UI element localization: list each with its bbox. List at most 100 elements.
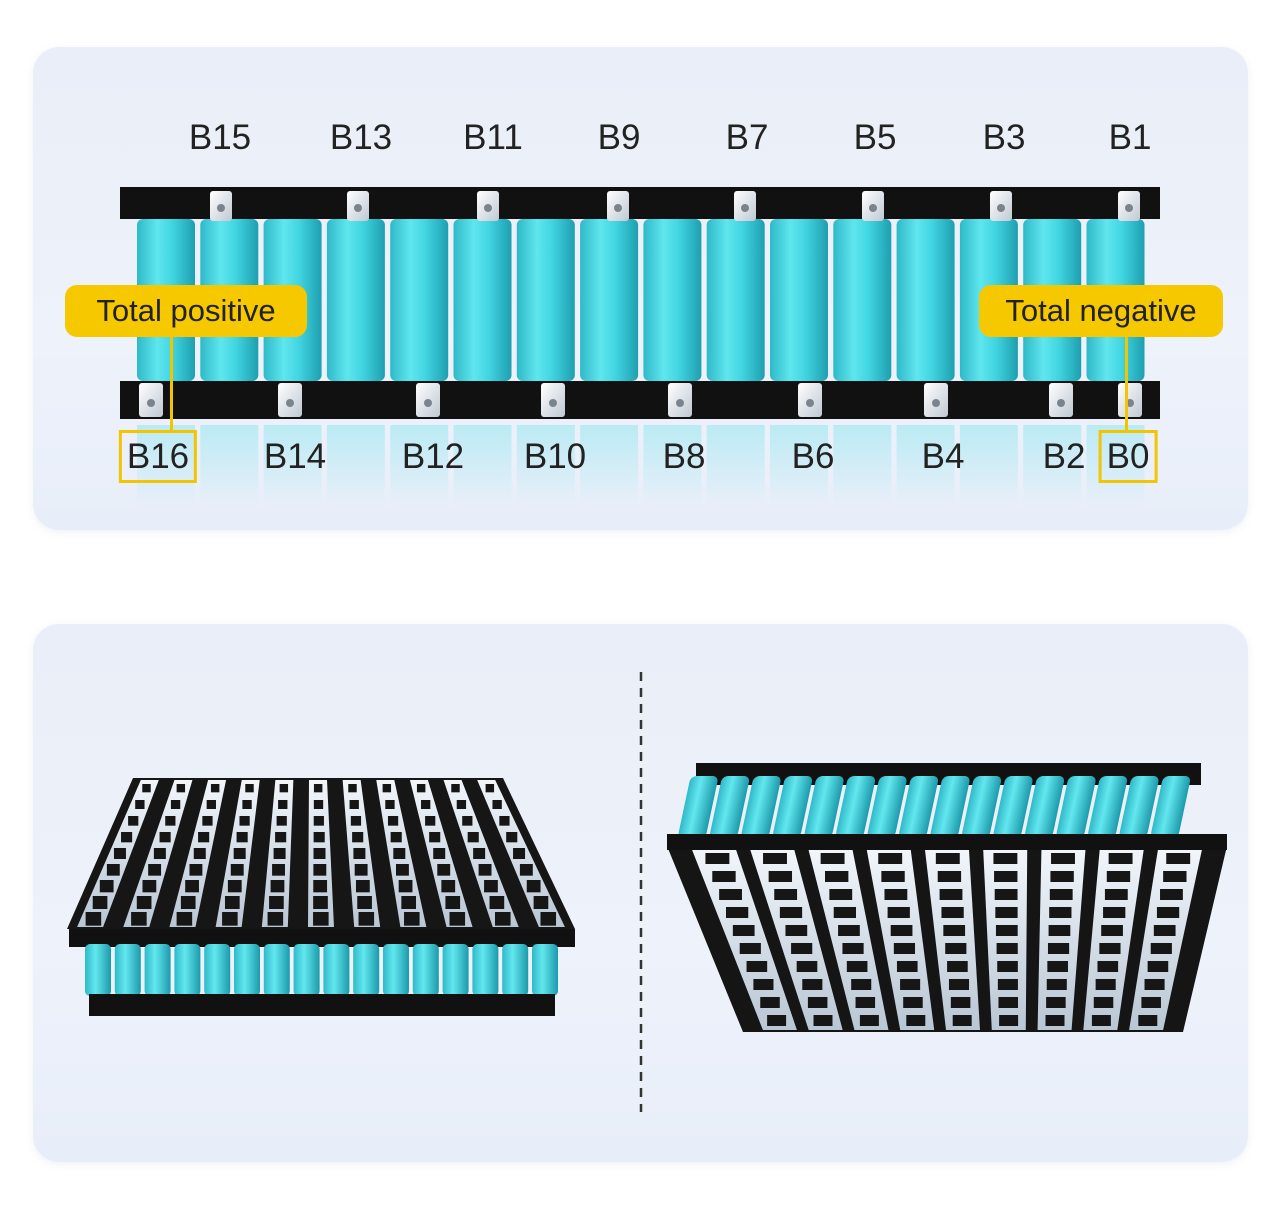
strip-hole [1163, 871, 1187, 882]
strip-hole [533, 896, 549, 909]
strip-hole [382, 784, 392, 793]
strip-hole [774, 889, 798, 900]
strip-hole [1045, 1015, 1065, 1026]
strip-hole [245, 784, 254, 793]
strip-hole [540, 912, 557, 926]
cell-group-label-b0: B0 [1098, 430, 1158, 483]
strip-hole [313, 800, 324, 809]
strip-hole [825, 871, 849, 882]
strip-hole [113, 848, 126, 859]
cell-reflection [643, 425, 702, 505]
strip-hole [999, 1015, 1019, 1026]
strip-hole [489, 896, 505, 909]
strip-hole [813, 1015, 833, 1026]
cell-reflection [137, 425, 195, 505]
strip-hole [357, 896, 372, 909]
strip-hole [1104, 889, 1128, 900]
nickel-tabs [139, 191, 1142, 417]
battery-cell-icon [442, 944, 469, 996]
weld-point [424, 399, 432, 407]
strip-hole [279, 784, 289, 793]
cell-reflection [390, 425, 449, 505]
strip-hole [128, 816, 139, 826]
cell-group-label-b8: B8 [662, 437, 706, 476]
strip-hole [1093, 997, 1114, 1008]
strip-hole [429, 832, 441, 843]
strip-hole [170, 800, 181, 809]
strip-hole [437, 864, 451, 876]
strip-hole [881, 871, 905, 882]
strip-hole [1048, 925, 1071, 936]
nickel-strip-columns [667, 834, 1227, 1030]
strip-hole [887, 907, 910, 918]
strip-hole [1095, 979, 1116, 990]
strip-hole [425, 816, 436, 826]
strip-hole [236, 832, 248, 843]
strip-hole [1050, 871, 1074, 882]
strip-hole [224, 896, 240, 909]
strip-hole [995, 925, 1018, 936]
strip-hole [791, 943, 813, 954]
strip-hole [185, 880, 199, 893]
strip-hole [313, 816, 324, 826]
strip-hole [350, 816, 362, 826]
strip-hole [499, 816, 510, 826]
negative-leader-line [1125, 337, 1128, 433]
weld-point [354, 204, 362, 212]
cell-reflection [200, 425, 259, 505]
cell-reflection [1023, 425, 1082, 505]
strip-hole [906, 1015, 926, 1026]
strip-hole [416, 784, 426, 793]
total-negative-callout: Total negative [979, 285, 1223, 337]
strip-hole [85, 912, 102, 926]
strip-hole [1051, 853, 1075, 864]
strip-hole [995, 907, 1018, 918]
battery-cell-icon [993, 776, 1033, 838]
strip-hole [272, 864, 285, 876]
strip-hole [421, 800, 431, 809]
strip-hole [763, 853, 787, 864]
strip-hole [239, 816, 250, 826]
weld-point [484, 204, 492, 212]
strip-hole [1101, 925, 1123, 936]
strip-hole [1160, 889, 1183, 900]
total-positive-callout: Total positive [65, 285, 307, 337]
battery-cell-icon [896, 219, 955, 381]
strip-hole [313, 912, 329, 926]
strip-hole [313, 880, 328, 893]
strip-hole [996, 943, 1018, 954]
strip-hole [441, 880, 456, 893]
battery-cell-icon [1119, 776, 1159, 838]
strip-hole [485, 784, 495, 793]
battery-cell-icon [741, 776, 781, 838]
strip-hole [1150, 943, 1172, 954]
cell-group-label-b9: B9 [597, 118, 641, 157]
strip-hole [903, 997, 923, 1008]
battery-cell-icon [85, 944, 111, 996]
strip-hole [348, 784, 357, 793]
battery-cell-icon [836, 776, 876, 838]
strip-hole [779, 907, 803, 918]
battery-cell-icon [643, 219, 702, 381]
battery-cell-icon [1056, 776, 1096, 838]
battery-cell-icon [1088, 776, 1128, 838]
strip-hole [273, 848, 286, 859]
strip-hole [313, 864, 327, 876]
strip-hole [398, 880, 413, 893]
battery-cell-icon [412, 944, 439, 996]
strip-hole [1049, 889, 1073, 900]
strip-hole [449, 912, 466, 926]
strip-hole [705, 853, 730, 864]
strip-hole [1097, 961, 1119, 972]
strip-hole [349, 800, 359, 809]
battery-cell-icon [293, 944, 320, 996]
weld-point [286, 399, 294, 407]
battery-cell-icon [383, 944, 409, 996]
strip-hole [242, 800, 252, 809]
cell-group-label-b5: B5 [853, 118, 897, 157]
battery-strip-diagram [120, 187, 1160, 505]
strip-hole [401, 896, 417, 909]
cell-group-label-b12: B12 [401, 437, 465, 476]
top-cell-holder [120, 187, 1160, 219]
strip-hole [445, 896, 461, 909]
